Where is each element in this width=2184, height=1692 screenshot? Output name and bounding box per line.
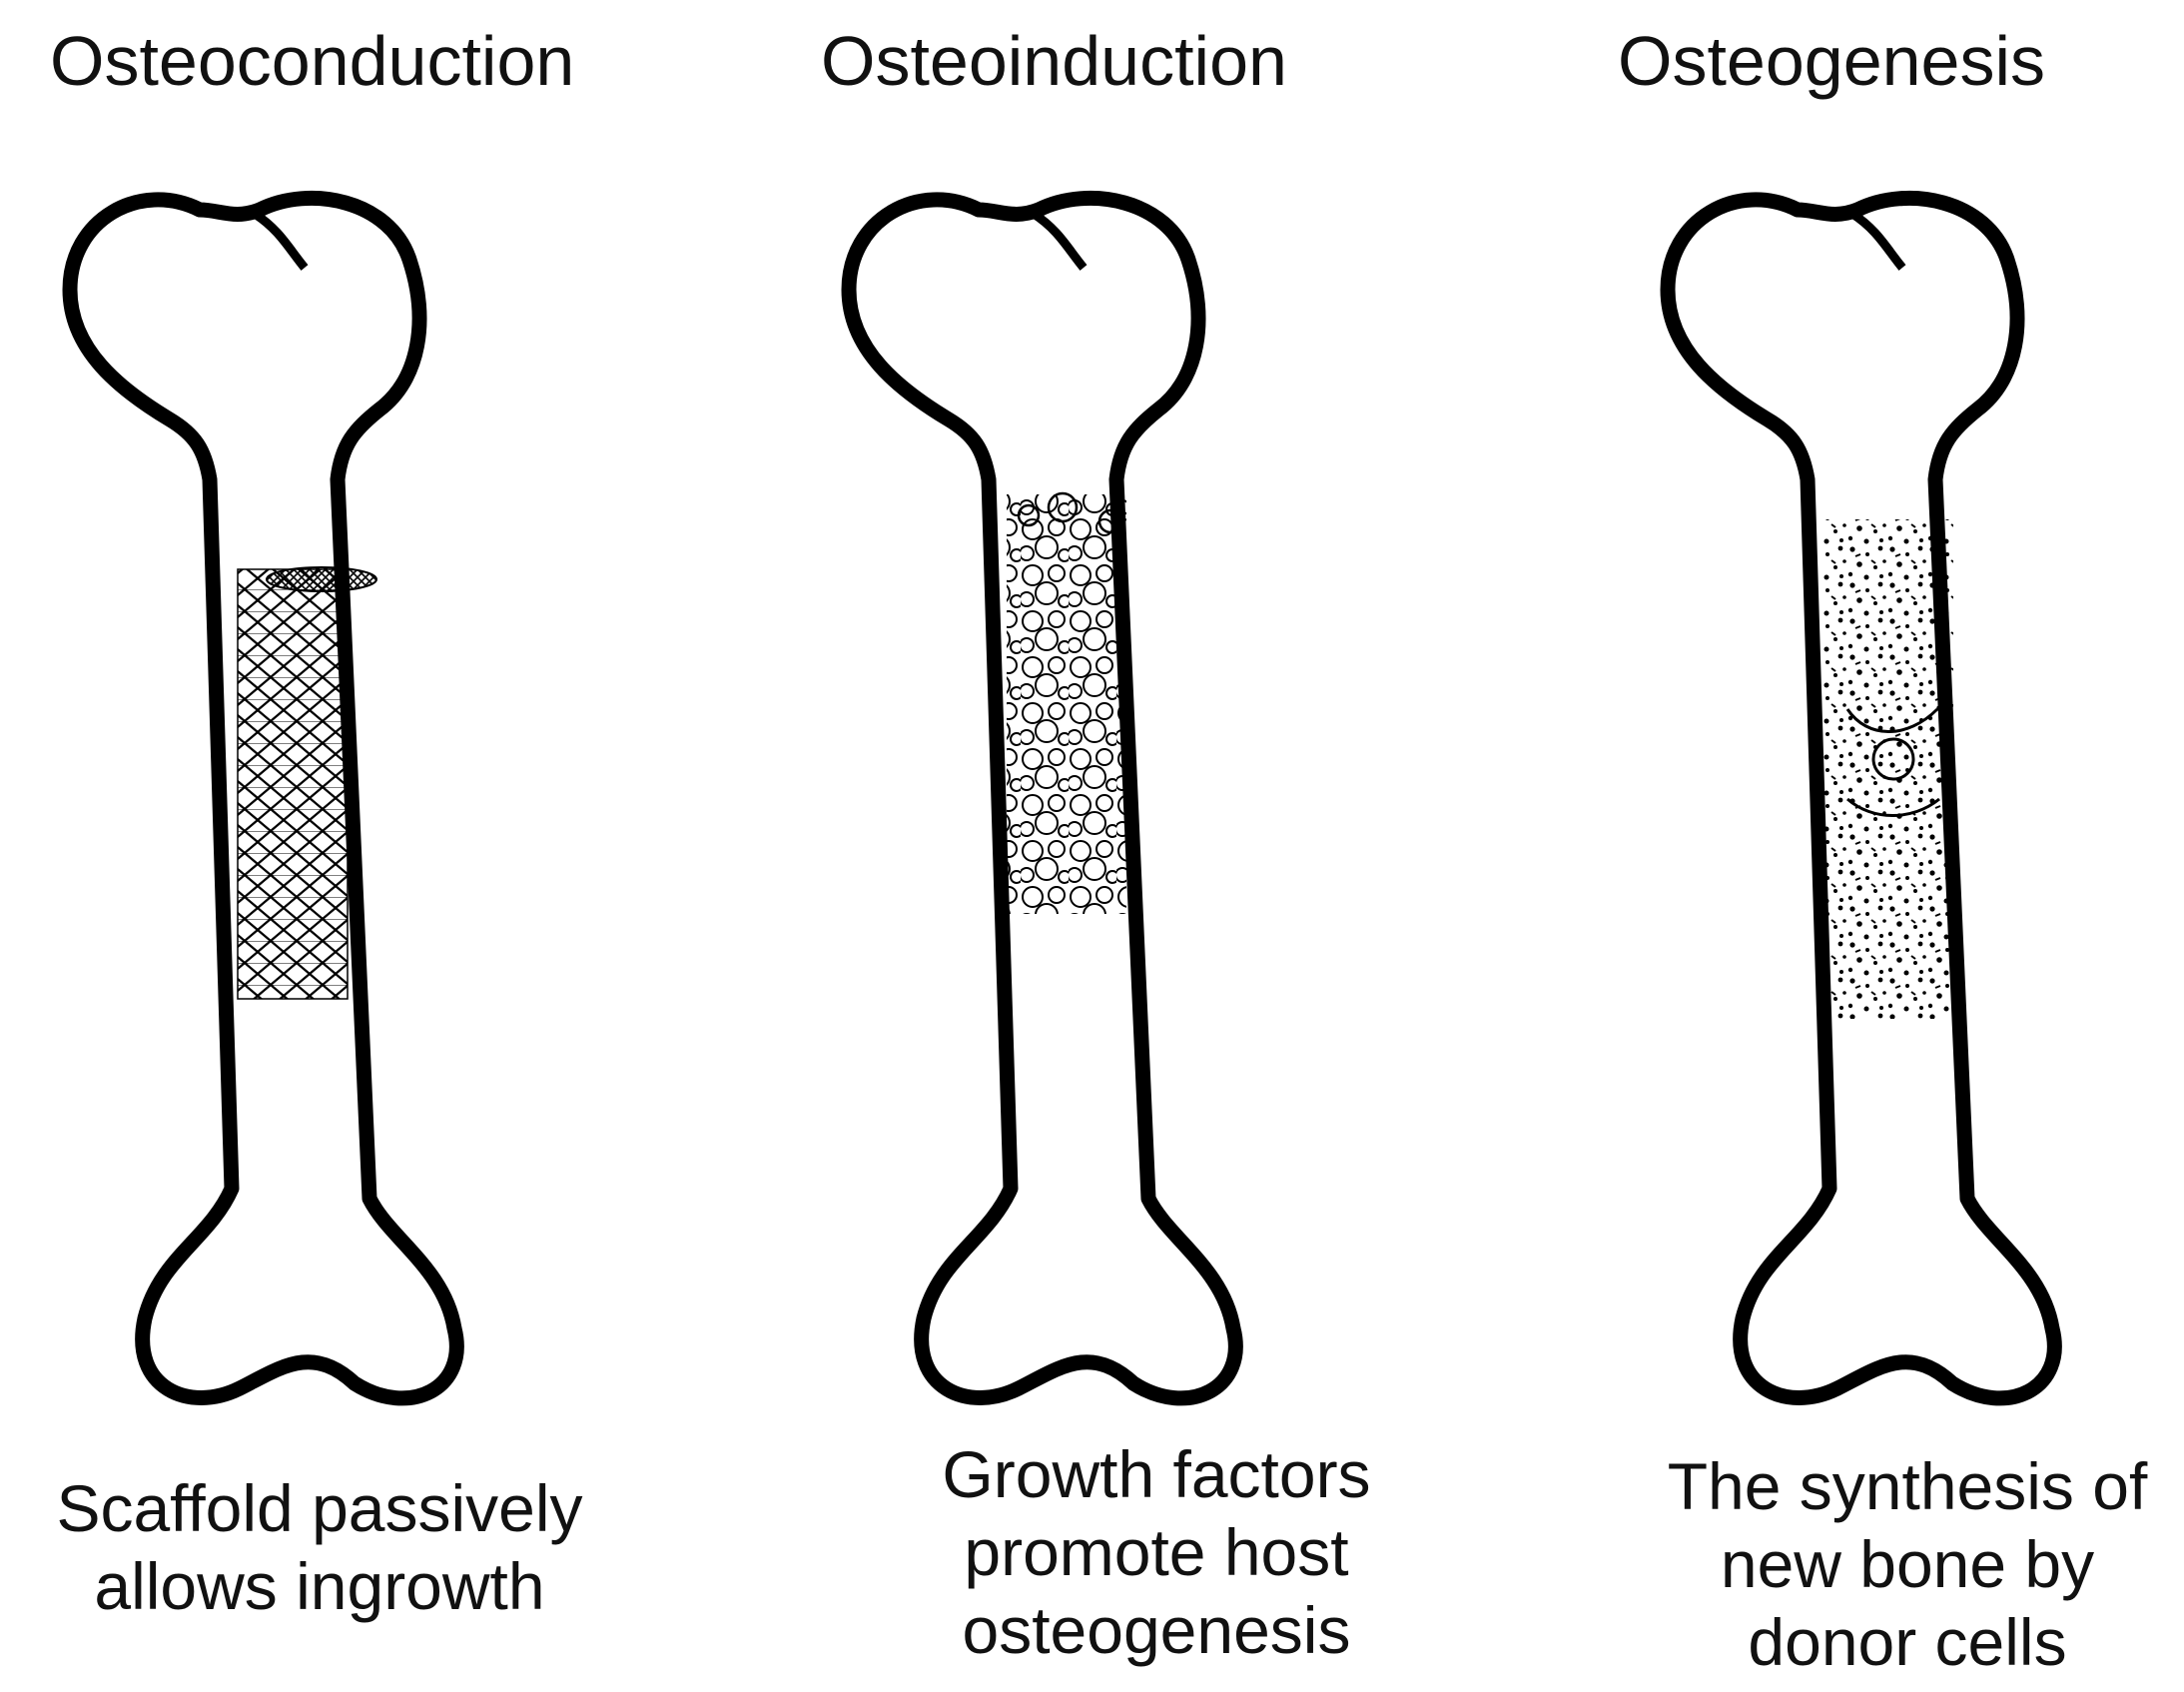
donor-cell-arc <box>1846 797 1940 817</box>
bone-notch <box>1849 210 1906 271</box>
caption-line: promote host <box>964 1514 1349 1589</box>
bubble-cluster-top-3 <box>1017 503 1041 527</box>
scaffold-top <box>266 566 377 592</box>
caption-line: The synthesis of <box>1667 1449 2148 1523</box>
caption-line: Scaffold passively <box>56 1471 583 1545</box>
bone-notch <box>252 210 309 271</box>
caption-line: osteogenesis <box>962 1592 1351 1667</box>
scaffold-mesh <box>237 568 349 1000</box>
growth-factor-bubbles <box>1007 494 1126 914</box>
caption-line: allows ingrowth <box>94 1548 545 1623</box>
bone-osteoconduction <box>70 198 456 1397</box>
caption-line: Growth factors <box>942 1437 1371 1511</box>
bubble-cluster-top <box>1047 491 1079 523</box>
panel-title-osteoinduction: Osteoinduction <box>821 22 1287 100</box>
caption-osteogenesis: The synthesis of new bone by donor cells <box>1628 1448 2184 1682</box>
bone-notch <box>1031 210 1088 271</box>
caption-osteoinduction: Growth factors promote host osteogenesis <box>857 1436 1456 1670</box>
panel-title-osteoconduction: Osteoconduction <box>50 22 575 100</box>
bone-osteoinduction <box>849 198 1235 1397</box>
panel-title-osteogenesis: Osteogenesis <box>1618 22 2046 100</box>
donor-cell-stipple <box>1823 519 1953 1019</box>
donor-cell-swirl <box>1845 707 1939 733</box>
caption-osteoconduction: Scaffold passively allows ingrowth <box>20 1470 619 1626</box>
caption-line: new bone by <box>1720 1526 2095 1601</box>
caption-line: donor cells <box>1748 1604 2067 1679</box>
donor-cell-ring <box>1871 737 1915 781</box>
bone-osteogenesis <box>1668 198 2054 1397</box>
